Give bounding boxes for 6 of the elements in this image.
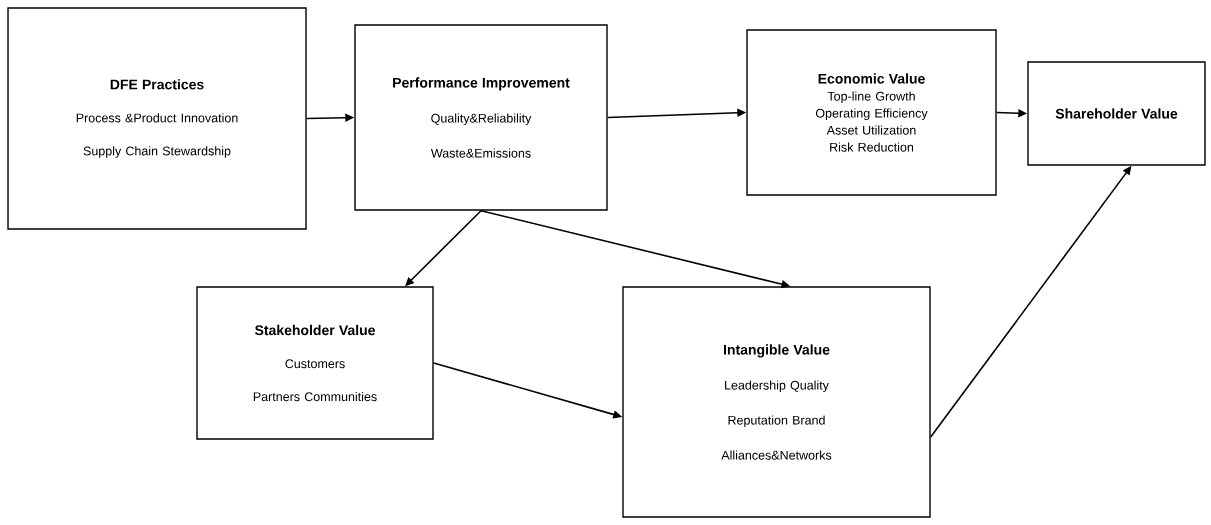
process-box: Performance Improvement Quality&Reliability Waste&Emissions	[354, 24, 608, 211]
process-box: Stakeholder Value Customers Partners Communities	[196, 286, 434, 440]
process-box: DFE Practices Process &Product Innovation Supply Chain Stewardship	[7, 7, 307, 230]
process-box: Intangible Value Leadership Quality Reputation Brand Alliances&Networks	[622, 286, 931, 518]
process-box: Shareholder Value	[1027, 61, 1206, 166]
process-box: Economic Value Top-line Growth Operating Efficiency Asset Utilization Risk Reduction	[746, 29, 997, 196]
